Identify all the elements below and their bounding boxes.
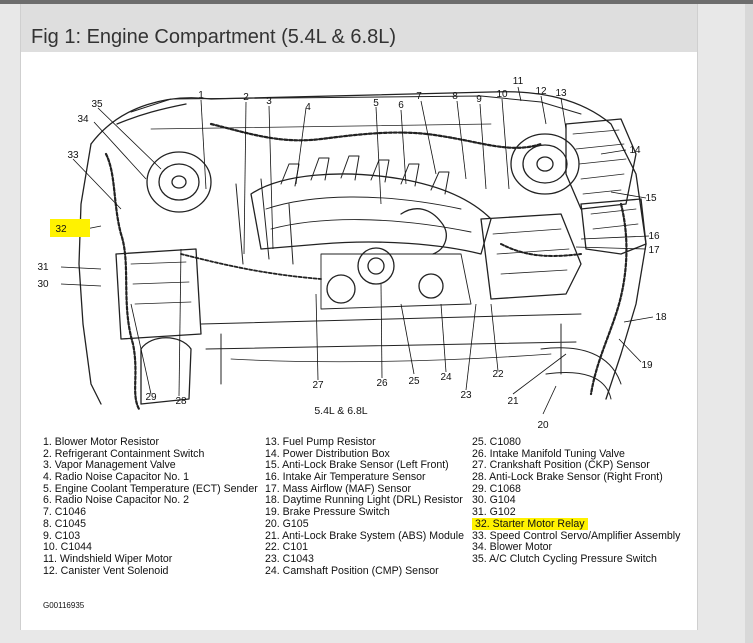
callout-24: 24 <box>440 372 452 383</box>
figure-card: Fig 1: Engine Compartment (5.4L & 6.8L) <box>20 4 698 630</box>
callout-32-highlight <box>50 219 90 237</box>
legend-item: 25. C1080 <box>472 436 521 448</box>
callout-28: 28 <box>175 396 187 407</box>
legend-item: 5. Engine Coolant Temperature (ECT) Send… <box>43 482 258 495</box>
callout-7: 7 <box>416 91 422 102</box>
legend-column-3: 25. C1080 26. Intake Manifold Tuning Val… <box>472 436 681 566</box>
legend-item: 13. Fuel Pump Resistor <box>265 436 376 448</box>
legend-item: 27. Crankshaft Position (CKP) Sensor <box>472 459 650 472</box>
legend-item: 9. C103 <box>43 529 81 542</box>
callout-9: 9 <box>476 94 482 105</box>
figure-title: Fig 1: Engine Compartment (5.4L & 6.8L) <box>31 26 396 48</box>
callout-5: 5 <box>373 98 379 109</box>
engine-drawing <box>78 91 647 411</box>
legend-item: 15. Anti-Lock Brake Sensor (Left Front) <box>265 459 449 472</box>
legend-item: 17. Mass Airflow (MAF) Sensor <box>265 482 411 495</box>
callout-33: 33 <box>67 150 79 161</box>
callout-13: 13 <box>555 88 567 99</box>
window-top-bar <box>0 0 753 4</box>
figure-code: G00116935 <box>43 601 85 610</box>
legend-item: 21. Anti-Lock Brake System (ABS) Module <box>265 529 465 542</box>
callout-26: 26 <box>376 378 388 389</box>
scrollbar[interactable] <box>745 4 753 643</box>
legend-item-32-highlight: 32. Starter Motor Relay <box>472 517 588 530</box>
callout-32: 32 <box>55 224 67 235</box>
callout-27: 27 <box>312 380 324 391</box>
callout-14: 14 <box>629 145 641 156</box>
callout-35: 35 <box>91 99 103 110</box>
callout-10: 10 <box>496 89 508 100</box>
callout-19: 19 <box>641 360 653 371</box>
callout-leaders <box>60 86 654 415</box>
legend-item: 7. C1046 <box>43 506 86 519</box>
callout-29: 29 <box>145 392 157 403</box>
legend-item: 33. Speed Control Servo/Amplifier Assemb… <box>472 529 681 542</box>
callout-23: 23 <box>460 390 472 401</box>
legend-item: 10. C1044 <box>43 541 92 554</box>
legend-item: 34. Blower Motor <box>472 541 553 554</box>
legend-item: 24. Camshaft Position (CMP) Sensor <box>265 564 439 577</box>
legend-item: 35. A/C Clutch Cycling Pressure Switch <box>472 552 657 565</box>
figure-title-bar: Fig 1: Engine Compartment (5.4L & 6.8L) <box>21 4 697 52</box>
callout-15: 15 <box>645 193 657 204</box>
callout-6: 6 <box>398 100 404 111</box>
callout-16: 16 <box>648 231 660 242</box>
callout-12: 12 <box>535 86 547 97</box>
legend-item: 31. G102 <box>472 506 516 519</box>
callout-18: 18 <box>655 312 667 323</box>
legend-item: 11. Windshield Wiper Motor <box>43 552 173 565</box>
legend-item: 2. Refrigerant Containment Switch <box>43 447 205 460</box>
legend-item: 20. G105 <box>265 517 309 530</box>
callout-20: 20 <box>537 420 549 431</box>
callout-25: 25 <box>408 376 420 387</box>
legend-item: 6. Radio Noise Capacitor No. 2 <box>43 494 190 507</box>
callout-17: 17 <box>648 245 660 256</box>
legend-item: 14. Power Distribution Box <box>265 447 390 460</box>
legend-item: 23. C1043 <box>265 552 314 565</box>
callout-3: 3 <box>266 96 272 107</box>
callout-21: 21 <box>507 396 519 407</box>
legend-item: 1. Blower Motor Resistor <box>43 436 159 448</box>
callout-11: 11 <box>513 76 524 87</box>
legend-item: 32. Starter Motor Relay <box>472 517 680 531</box>
legend-item: 19. Brake Pressure Switch <box>265 506 390 519</box>
callout-1: 1 <box>198 90 204 101</box>
callout-8: 8 <box>452 91 458 102</box>
engine-caption: 5.4L & 6.8L <box>314 405 367 417</box>
legend-item: 16. Intake Air Temperature Sensor <box>265 471 426 484</box>
legend-item: 4. Radio Noise Capacitor No. 1 <box>43 471 190 484</box>
legend-column-2: 13. Fuel Pump Resistor 14. Power Distrib… <box>265 436 465 577</box>
engine-diagram: 1 2 3 4 5 6 7 8 9 10 11 12 13 14 15 16 1… <box>37 76 667 431</box>
callout-34: 34 <box>77 114 89 125</box>
legend-item: 29. C1068 <box>472 482 521 495</box>
callout-2: 2 <box>243 92 249 103</box>
legend-item: 8. C1045 <box>43 517 86 530</box>
legend-item: 26. Intake Manifold Tuning Valve <box>472 447 625 460</box>
legend-item: 30. G104 <box>472 494 516 507</box>
legend-item: 22. C101 <box>265 541 308 554</box>
legend-item: 18. Daytime Running Light (DRL) Resistor <box>265 494 463 507</box>
callout-30: 30 <box>37 279 49 290</box>
legend-column-1: 1. Blower Motor Resistor 2. Refrigerant … <box>43 436 258 577</box>
legend-item: 28. Anti-Lock Brake Sensor (Right Front) <box>472 471 663 484</box>
callout-31: 31 <box>37 262 49 273</box>
legend-item: 3. Vapor Management Valve <box>43 459 176 472</box>
callout-labels: 1 2 3 4 5 6 7 8 9 10 11 12 13 14 15 16 1… <box>37 76 667 431</box>
callout-4: 4 <box>305 102 311 113</box>
callout-22: 22 <box>492 369 504 380</box>
legend-item: 12. Canister Vent Solenoid <box>43 564 169 577</box>
